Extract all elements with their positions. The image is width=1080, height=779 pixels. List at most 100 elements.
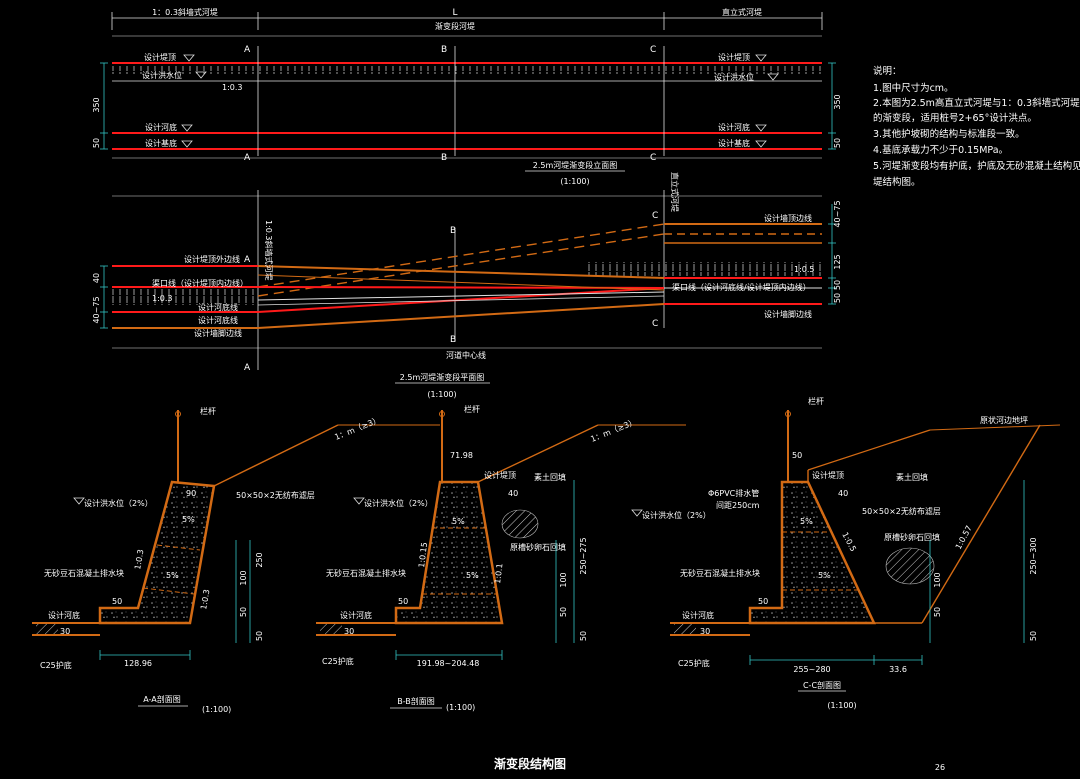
plan-tick-band-right <box>588 262 822 276</box>
plan-dim-50b: 50 <box>833 293 842 303</box>
section-c-pct2: 5% <box>818 571 831 580</box>
elevation-title: 2.5m河堤渐变段立面图 <box>533 160 618 170</box>
section-b-slope-b: 1:0.1 <box>493 563 504 584</box>
dim-50-left: 50 <box>92 138 101 148</box>
transition-label: 渐变段河堤 <box>435 21 475 31</box>
plan-centerline: 河道中心线 <box>446 350 486 360</box>
section-a-drain: 无砂豆石混凝土排水块 <box>44 568 124 578</box>
section-c-h50b: 50 <box>1029 631 1038 641</box>
section-c-gravel-icon <box>885 547 935 585</box>
section-b-gravel-icon <box>501 509 539 539</box>
label-riverbed: 设计河底 <box>145 122 177 132</box>
section-a-d50: 50 <box>112 597 122 606</box>
plan-mark-a-bottom: A <box>244 363 251 373</box>
section-c-ground: 原状河边地坪 <box>980 415 1028 425</box>
plan-riverbed-edge: 设计河底线 <box>198 302 238 312</box>
level-triangle-icon <box>755 140 767 148</box>
plan-right-channel: 渠口线（设计河底线/设计堤顶内边线） <box>672 282 811 292</box>
section-c-h100: 100 <box>933 572 942 587</box>
plan-wall-toe: 设计墙脚边线 <box>194 328 242 338</box>
level-triangle-icon <box>183 54 195 62</box>
plan-right-wall-top: 设计墙顶边线 <box>764 213 812 223</box>
section-c-top-width: 50 <box>792 451 802 460</box>
section-a-h250: 250 <box>255 552 264 567</box>
section-a-slope-b: 1:0.3 <box>199 589 211 611</box>
drawing-title: 渐变段结构图 <box>494 756 566 771</box>
section-c-drain: 无砂豆石混凝土排水块 <box>680 568 760 578</box>
plan-inner-edge: 渠口线（设计堤顶内边线） <box>152 278 248 288</box>
level-triangle-icon <box>631 509 643 517</box>
section-b: 栏杆 1：m（≥3） 71.98 设计堤顶 素土回填 设计洪水位（2%） 40 … <box>316 404 686 712</box>
section-a-riverbed: 设计河底 <box>48 610 80 620</box>
note-item: 5.河堤渐变段均有护底，护底及无砂混凝土结构见河 <box>873 160 1080 172</box>
section-c-pct1: 5% <box>800 517 813 526</box>
section-a-pct1: 5% <box>182 515 195 524</box>
level-triangle-icon <box>73 497 85 505</box>
right-label-dike-top: 设计堤顶 <box>718 52 750 62</box>
section-b-dike-top: 设计堤顶 <box>484 470 516 480</box>
plan-dim-40: 40 <box>92 273 101 283</box>
plan-mark-a-top: A <box>244 255 251 265</box>
section-b-slope: 1：m（≥3） <box>589 417 638 444</box>
section-c-pipe: Φ6PVC排水管 <box>708 488 759 498</box>
section-c-slope-b: 1:0.57 <box>954 524 974 551</box>
plan-outer-edge: 设计堤顶外边线 <box>184 254 240 264</box>
elevation-view: 1：0.3斜墙式河堤 L 渐变段河堤 直立式河堤 A A B B C C 设计堤… <box>92 7 842 186</box>
section-a-title: A-A剖面图 <box>143 694 180 704</box>
note-item: 2.本图为2.5m高直立式河堤与1：0.3斜墙式河堤之间 <box>873 97 1080 109</box>
plan-scale: (1:100) <box>427 390 456 399</box>
section-a: 栏杆 1：m（≥3） 设计洪水位（2%） 90 50×50×2无纺布滤层 5% … <box>32 406 440 714</box>
plan-right-vertical-label: 直立式河堤 <box>670 172 680 212</box>
section-b-slope-a: 1:0.15 <box>417 542 429 569</box>
note-item: 堤结构图。 <box>873 176 921 188</box>
section-mark-a-bottom: A <box>244 153 251 163</box>
section-c-title: C-C剖面图 <box>803 680 841 690</box>
plan-mark-c-bottom: C <box>652 319 658 329</box>
label-foundation: 设计基底 <box>145 138 177 148</box>
left-dike-label: 1：0.3斜墙式河堤 <box>152 7 218 17</box>
section-b-title: B-B剖面图 <box>397 696 435 706</box>
plan-slope-right: 1:0.5 <box>794 265 815 274</box>
plan-tick-band-left <box>112 289 258 305</box>
section-c-scale: (1:100) <box>827 701 856 710</box>
plan-slope-left: 1:0.3 <box>152 294 173 303</box>
section-a-drain-block <box>36 624 58 634</box>
section-b-drain-block <box>320 624 342 634</box>
section-a-slope-a: 1:0.3 <box>133 549 145 571</box>
section-a-filter: 50×50×2无纺布滤层 <box>236 490 315 500</box>
section-a-slope: 1：m（≥3） <box>333 415 382 442</box>
section-b-pave: C25护底 <box>322 656 354 666</box>
note-item: 3.其他护坡砌的结构与标准段一致。 <box>873 128 1025 140</box>
section-b-drain: 无砂豆石混凝土排水块 <box>326 568 406 578</box>
section-b-gravel: 原槽砂卵石回填 <box>510 542 566 552</box>
section-c-d50: 50 <box>758 597 768 606</box>
section-b-pct2: 5% <box>466 571 479 580</box>
plan-mark-c-top: C <box>652 211 658 221</box>
notes-block: 说明： 1.图中尺寸为cm。 2.本图为2.5m高直立式河堤与1：0.3斜墙式河… <box>873 65 1080 188</box>
section-c-backfill: 素土回填 <box>896 472 928 482</box>
plan-riverbed-edge-2: 设计河底线 <box>198 315 238 325</box>
section-a-railing: 栏杆 <box>200 406 216 416</box>
plan-dim-40-75: 40~75 <box>92 296 101 323</box>
section-c-d30: 30 <box>700 627 710 636</box>
section-a-scale: (1:100) <box>202 705 231 714</box>
section-b-pct1: 5% <box>452 517 465 526</box>
section-c-flood: 设计洪水位（2%） <box>642 510 711 520</box>
section-mark-a-top: A <box>244 45 251 55</box>
section-b-h50b: 50 <box>579 631 588 641</box>
section-c-drain-block <box>674 624 696 634</box>
plan-title: 2.5m河堤渐变段平面图 <box>400 372 485 382</box>
section-b-scale: (1:100) <box>446 703 475 712</box>
plan-view: B B C C A A 1:0.3斜墙式河堤 直立式河堤 设计堤顶外边线 渠口线… <box>92 172 842 399</box>
section-c-d40: 40 <box>838 489 848 498</box>
section-c-h50a: 50 <box>933 607 942 617</box>
section-a-d30: 30 <box>60 627 70 636</box>
section-c-h250: 250~300 <box>1029 537 1038 574</box>
level-triangle-icon <box>755 54 767 62</box>
section-b-h250: 250~275 <box>579 537 588 574</box>
section-c-base-width: 255~280 <box>793 665 830 674</box>
section-c-riverbed: 设计河底 <box>682 610 714 620</box>
section-c-pipe-spacing: 间距250cm <box>716 501 760 510</box>
span-label: L <box>452 8 457 18</box>
